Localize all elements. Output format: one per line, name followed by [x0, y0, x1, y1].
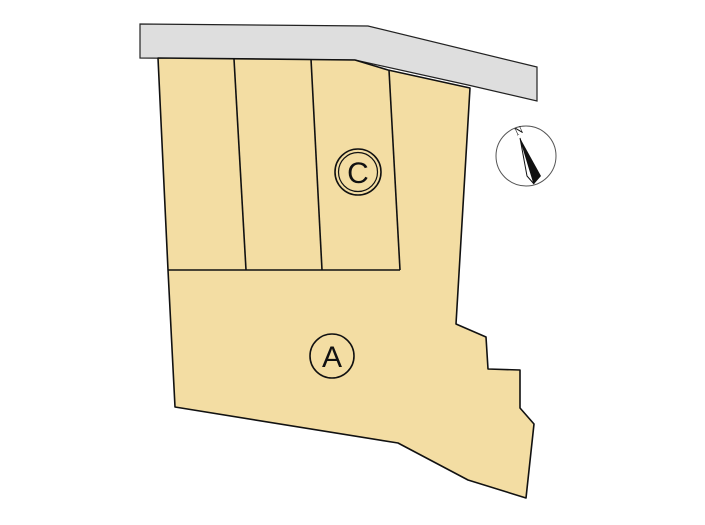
lot-boundary-2: [310, 58, 323, 271]
lot-boundary-1: [233, 58, 247, 271]
lot-a-letter: A: [322, 341, 342, 374]
lot-a-ring: [309, 333, 355, 379]
compass-rose-icon: N: [495, 124, 557, 187]
lot-boundary-3: [388, 69, 401, 271]
site-parcel: [157, 57, 535, 499]
lot-a-label[interactable]: A: [309, 333, 355, 379]
lot-c-letter: C: [347, 157, 369, 190]
lot-c-ring-outer: [334, 148, 382, 196]
lot-c-ring-inner: [337, 151, 379, 193]
lot-c-label[interactable]: C: [334, 148, 382, 196]
compass-needle-head: [520, 138, 541, 184]
